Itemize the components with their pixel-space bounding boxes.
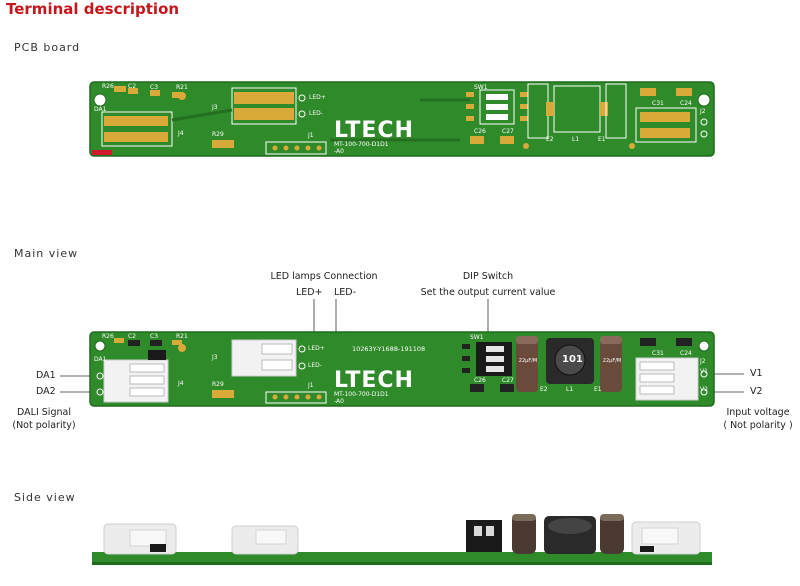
pcb-silk-e1: E1 <box>598 136 606 143</box>
section-label-side: Side view <box>14 491 76 504</box>
capacitor-e2 <box>516 336 538 392</box>
pcb-silk-led-plus: LED+ <box>309 94 326 101</box>
page-title: Terminal description <box>6 0 180 18</box>
label-v1: V1 <box>750 368 763 379</box>
pcb-silk-c26: C26 <box>474 128 486 135</box>
main-serial-text: 10263Y-Y1688-191108 <box>352 345 426 353</box>
main-silk-c26: C26 <box>474 377 486 384</box>
label-da1: DA1 <box>36 370 56 381</box>
main-silk-c2: C2 <box>128 333 137 340</box>
main-silk-r21: R21 <box>176 333 188 340</box>
pcb-silk-c24: C24 <box>680 100 692 107</box>
pcb-silk-j3: J3 <box>212 104 218 111</box>
main-silk-j1: J1 <box>308 382 314 389</box>
main-silk-l1: L1 <box>566 386 574 393</box>
pcb-silk-c2: C2 <box>128 83 137 90</box>
pcb-silk-sw1: SW1 <box>474 84 488 91</box>
cap-e2-marking: 22μF/M <box>518 358 538 364</box>
pcb-brand-logo: LTECH <box>334 118 414 143</box>
label-da2: DA2 <box>36 386 56 397</box>
pcb-silk-j2: J2 <box>700 108 706 115</box>
pcb-silk-led-minus: LED- <box>309 110 323 117</box>
main-silk-r29: R29 <box>212 381 224 388</box>
main-silk-j2: J2 <box>700 358 706 365</box>
pcb-silk-c27: C27 <box>502 128 514 135</box>
main-silk-v1: V1 <box>700 368 708 375</box>
main-silk-j4: J4 <box>178 380 184 387</box>
main-rev-text: -A0 <box>334 398 344 405</box>
pcb-silk-r26: R26 <box>102 83 114 90</box>
label-input-note: ( Not polarity ) <box>723 420 793 431</box>
main-silk-c24: C24 <box>680 350 692 357</box>
pcb-rev-text: -A0 <box>334 148 344 155</box>
main-model-text: MT-100-700-D1D1 <box>334 391 389 398</box>
label-input-voltage: Input voltage <box>726 407 790 418</box>
pcb-silk-l1: L1 <box>572 136 580 143</box>
capacitor-e1 <box>600 336 622 392</box>
cap-e1-marking: 22μF/M <box>602 358 622 364</box>
pcb-silk-da1: DA1 <box>94 106 107 113</box>
inductor-marking: 101 <box>562 354 583 365</box>
label-dip-switch: DIP Switch <box>462 271 514 282</box>
main-silk-r26: R26 <box>102 333 114 340</box>
main-silk-e2: E2 <box>540 386 548 393</box>
side-capacitor-e1 <box>600 514 624 554</box>
side-capacitor-e2 <box>512 514 536 554</box>
label-v2: V2 <box>750 386 763 397</box>
label-led-lamps-connection: LED lamps Connection <box>270 271 378 282</box>
pcb-silk-c3: C3 <box>150 84 159 91</box>
main-silk-led-minus: LED- <box>308 362 322 369</box>
side-dip-switch <box>466 520 502 552</box>
main-silk-v2: V2 <box>700 386 708 393</box>
pcb-model-text: MT-100-700-D1D1 <box>334 141 389 148</box>
main-silk-j3: J3 <box>212 354 218 361</box>
pcb-silk-r21: R21 <box>176 84 188 91</box>
pcb-silk-j4: J4 <box>178 130 184 137</box>
main-silk-da1: DA1 <box>94 356 107 363</box>
side-view-board <box>92 552 712 564</box>
section-label-main: Main view <box>14 247 79 260</box>
main-brand-logo: LTECH <box>334 368 414 393</box>
label-led-plus: LED+ <box>296 287 323 298</box>
main-silk-c27: C27 <box>502 377 514 384</box>
main-silk-c31: C31 <box>652 350 664 357</box>
main-silk-c3: C3 <box>150 333 159 340</box>
label-dali-signal: DALI Signal <box>17 407 71 418</box>
label-dali-note: (Not polarity) <box>12 420 76 431</box>
label-led-minus: LED- <box>334 287 357 298</box>
main-silk-led-plus: LED+ <box>308 345 325 352</box>
pcb-silk-c31: C31 <box>652 100 664 107</box>
main-silk-e1: E1 <box>594 386 602 393</box>
pcb-silk-e2: E2 <box>546 136 554 143</box>
section-label-pcb: PCB board <box>14 41 81 54</box>
pcb-silk-r29: R29 <box>212 131 224 138</box>
main-silk-sw1: SW1 <box>470 334 484 341</box>
pcb-silk-j1: J1 <box>308 132 314 139</box>
label-dip-description: Set the output current value <box>420 287 556 298</box>
